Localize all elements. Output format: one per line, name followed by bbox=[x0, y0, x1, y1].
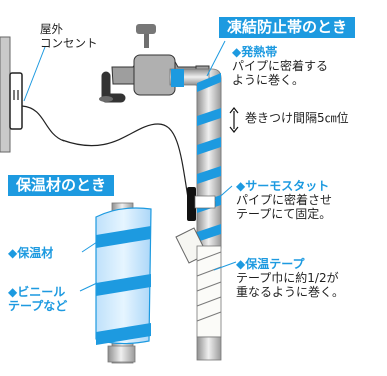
thermostat-line-1: パイプに密着させ bbox=[236, 193, 333, 208]
heating-band-title: ◆発熱帯 bbox=[232, 45, 278, 59]
vinyl-tape-line-2: テープなど bbox=[8, 299, 68, 314]
winding-interval-arrow bbox=[229, 107, 239, 133]
heating-band-line-2: ように巻く。 bbox=[232, 73, 305, 88]
thermostat-callout: ◆サーモスタット パイプに密着させ テープにて固定。 bbox=[236, 179, 332, 221]
faucet-icon bbox=[99, 24, 210, 103]
thermostat-line-2: テープにて固定。 bbox=[236, 207, 332, 222]
insulation-tape-callout: ◆保温テープ テープ巾に約1/2が 重なるように巻く。 bbox=[236, 257, 344, 299]
outdoor-outlet-line-2: コンセント bbox=[40, 35, 98, 50]
insulation-tape-icon bbox=[175, 227, 222, 361]
thermostat-title: ◆サーモスタット bbox=[236, 179, 330, 193]
thermostat-icon bbox=[187, 187, 216, 221]
outdoor-outlet-label: 屋外 コンセント bbox=[40, 22, 98, 50]
freeze-prevention-banner: 凍結防止帯のとき bbox=[219, 17, 356, 38]
power-cord bbox=[61, 123, 189, 199]
main-pipe-icon bbox=[169, 68, 222, 249]
callout-leaders bbox=[79, 40, 237, 292]
vinyl-tape-label: ◆ビニール テープなど bbox=[8, 285, 67, 313]
vinyl-tape-line-1: ◆ビニール bbox=[8, 285, 66, 299]
outdoor-outlet-icon bbox=[0, 36, 65, 153]
insulation-tape-line-2: 重なるように巻く。 bbox=[236, 285, 345, 300]
heating-band-callout: ◆発熱帯 パイプに密着する ように巻く。 bbox=[232, 45, 328, 87]
insulation-banner: 保温材のとき bbox=[8, 175, 115, 196]
heating-band-line-1: パイプに密着する bbox=[232, 59, 329, 74]
insulation-tape-title: ◆保温テープ bbox=[236, 257, 305, 271]
insulation-material-icon bbox=[95, 202, 152, 364]
outdoor-outlet-leader bbox=[23, 46, 46, 102]
insulation-material-label: ◆保温材 bbox=[8, 246, 54, 260]
insulation-tape-line-1: テープ巾に約1/2が bbox=[236, 271, 339, 286]
outdoor-outlet-line-1: 屋外 bbox=[40, 22, 63, 36]
winding-interval-label: 巻きつけ間隔5㎝位 bbox=[245, 111, 349, 125]
